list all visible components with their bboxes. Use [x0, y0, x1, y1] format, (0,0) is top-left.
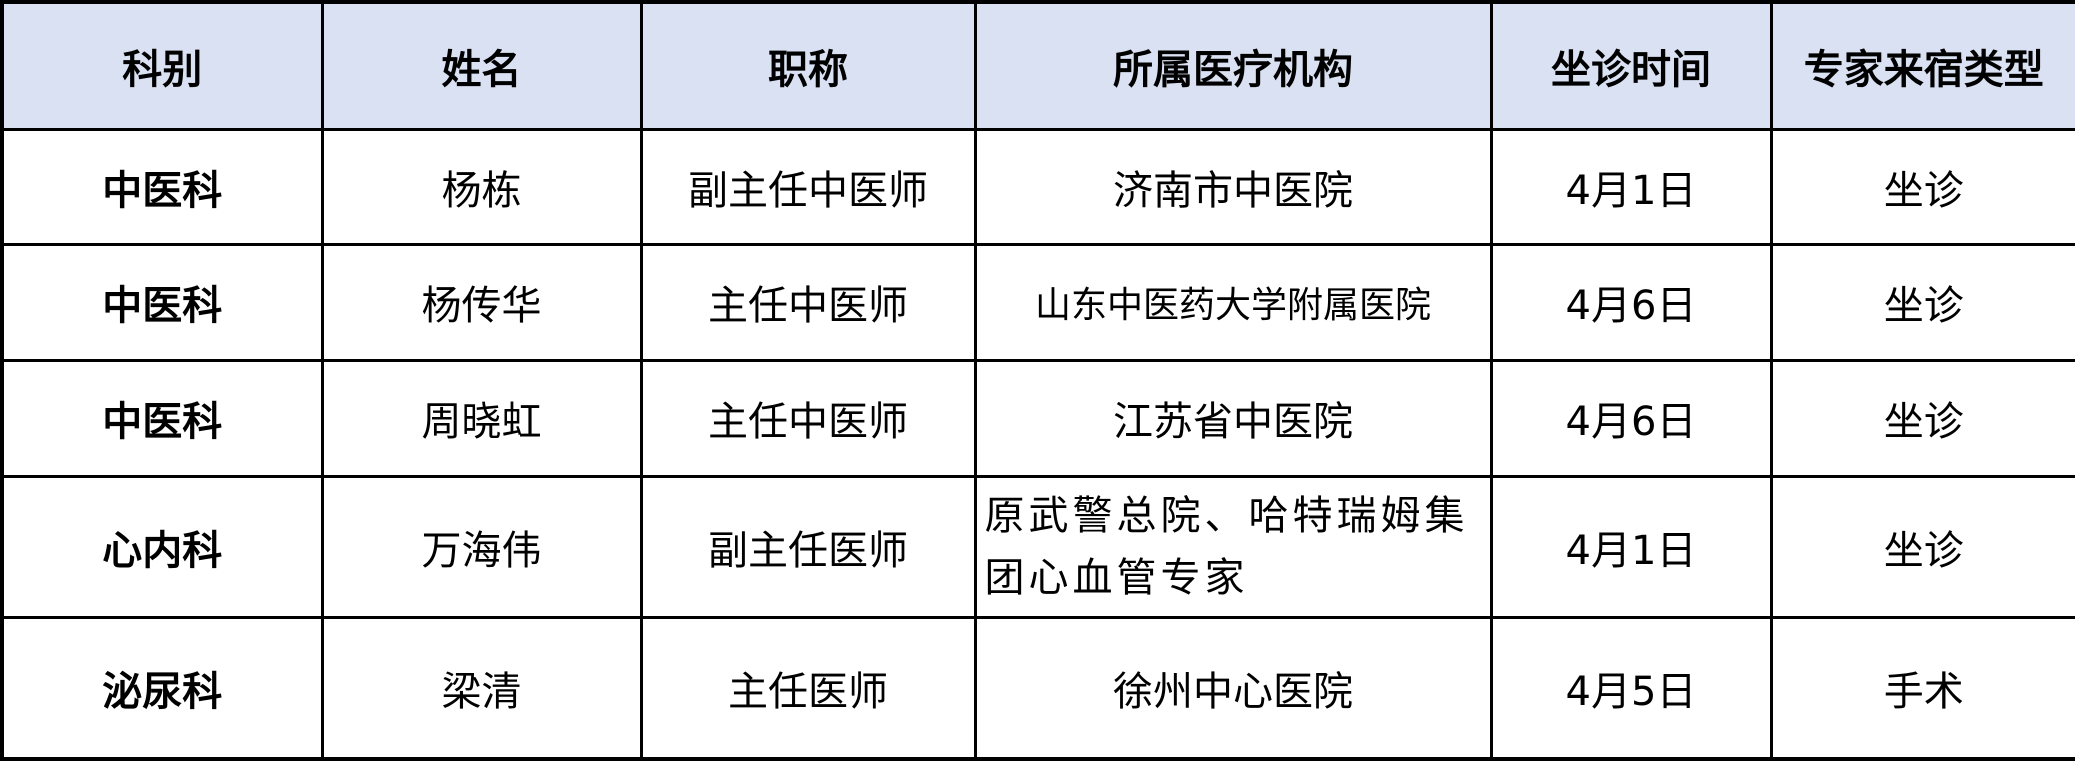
department-cell: 中医科 [0, 127, 324, 247]
institution-cell: 江苏省中医院 [973, 358, 1493, 478]
type-cell: 坐诊 [1769, 358, 2075, 478]
table-row: 中医科 杨传华 主任中医师 山东中医药大学附属医院 4月6日 坐诊 [0, 243, 2075, 362]
date-cell: 4月5日 [1489, 616, 1773, 761]
column-header-visit-type: 专家来宿类型 [1769, 0, 2075, 131]
department-cell: 心内科 [0, 474, 324, 620]
column-header-clinic-date: 坐诊时间 [1489, 0, 1773, 131]
table-row: 中医科 杨栋 副主任中医师 济南市中医院 4月1日 坐诊 [0, 127, 2075, 247]
table-row: 中医科 周晓虹 主任中医师 江苏省中医院 4月6日 坐诊 [0, 358, 2075, 478]
name-cell: 周晓虹 [320, 358, 643, 478]
name-cell: 杨栋 [320, 127, 643, 247]
table-row: 泌尿科 梁清 主任医师 徐州中心医院 4月5日 手术 [0, 616, 2075, 761]
header-row: 科别 姓名 职称 所属医疗机构 坐诊时间 专家来宿类型 [0, 0, 2075, 131]
department-cell: 中医科 [0, 243, 324, 362]
title-cell: 主任医师 [639, 616, 977, 761]
title-cell: 主任中医师 [639, 243, 977, 362]
title-cell: 主任中医师 [639, 358, 977, 478]
institution-cell: 山东中医药大学附属医院 [973, 243, 1493, 362]
type-cell: 坐诊 [1769, 127, 2075, 247]
type-cell: 坐诊 [1769, 243, 2075, 362]
column-header-name: 姓名 [320, 0, 643, 131]
institution-cell: 徐州中心医院 [973, 616, 1493, 761]
title-cell: 副主任医师 [639, 474, 977, 620]
date-cell: 4月1日 [1489, 127, 1773, 247]
type-cell: 手术 [1769, 616, 2075, 761]
institution-cell: 原武警总院、哈特瑞姆集团心血管专家 [973, 474, 1493, 620]
name-cell: 杨传华 [320, 243, 643, 362]
column-header-department: 科别 [0, 0, 324, 131]
table-body: 中医科 杨栋 副主任中医师 济南市中医院 4月1日 坐诊 中医科 杨传华 主任中… [0, 127, 2075, 761]
title-cell: 副主任中医师 [639, 127, 977, 247]
table-header: 科别 姓名 职称 所属医疗机构 坐诊时间 专家来宿类型 [0, 0, 2075, 131]
institution-cell: 济南市中医院 [973, 127, 1493, 247]
column-header-institution: 所属医疗机构 [973, 0, 1493, 131]
date-cell: 4月6日 [1489, 243, 1773, 362]
type-cell: 坐诊 [1769, 474, 2075, 620]
date-cell: 4月1日 [1489, 474, 1773, 620]
department-cell: 中医科 [0, 358, 324, 478]
department-cell: 泌尿科 [0, 616, 324, 761]
name-cell: 梁清 [320, 616, 643, 761]
column-header-title: 职称 [639, 0, 977, 131]
table-row: 心内科 万海伟 副主任医师 原武警总院、哈特瑞姆集团心血管专家 4月1日 坐诊 [0, 474, 2075, 620]
name-cell: 万海伟 [320, 474, 643, 620]
date-cell: 4月6日 [1489, 358, 1773, 478]
